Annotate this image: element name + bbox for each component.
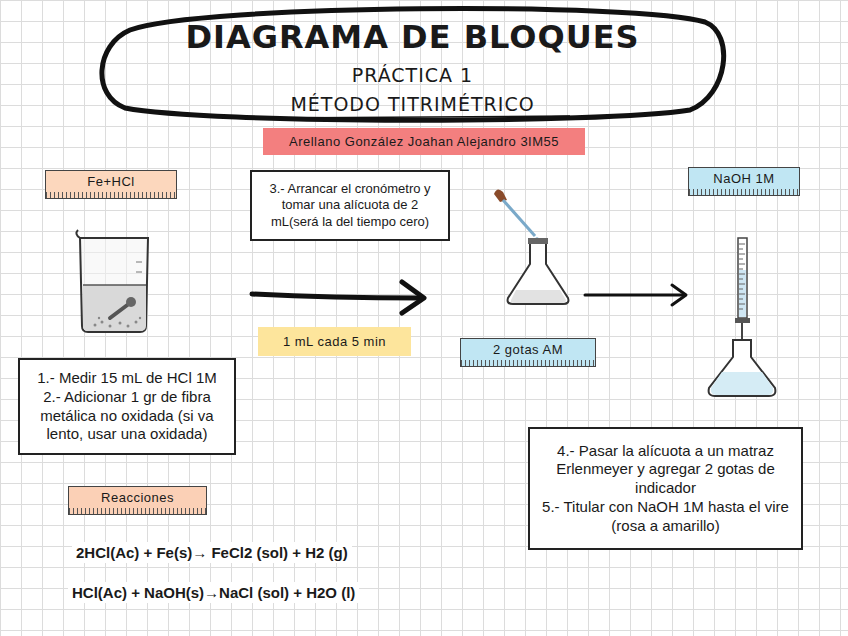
node-text: 1 mL cada 5 min xyxy=(283,334,386,349)
label-tag: Fe+HCl xyxy=(45,170,177,199)
author-band: Arellano González Joahan Alejandro 3IM55 xyxy=(263,128,585,155)
flow-arrow xyxy=(252,282,424,313)
beaker xyxy=(76,230,148,332)
flow-arrow xyxy=(585,285,686,305)
node-text: 3.- Arrancar el cronómetro y tomar una a… xyxy=(260,181,440,230)
title-underline xyxy=(268,116,570,118)
method-label: MÉTODO TITRIMÉTRICO xyxy=(105,93,720,115)
node-text: 2 gotas AM xyxy=(493,342,563,357)
title-oval xyxy=(102,9,724,121)
node-text: 4.- Pasar la alícuota a un matraz Erlenm… xyxy=(538,442,793,498)
process-box: 3.- Arrancar el cronómetro y tomar una a… xyxy=(250,170,450,241)
node-text: 1.- Medir 15 mL de HCl 1M xyxy=(37,369,217,388)
burette xyxy=(709,238,776,396)
practice-label: PRÁCTICA 1 xyxy=(105,64,720,86)
reaction-equation: 2HCl(Ac) + Fe(s)→ FeCl2 (sol) + H2 (g) xyxy=(72,542,352,563)
label-tag: NaOH 1M xyxy=(688,167,800,196)
node-text: Fe+HCl xyxy=(87,174,134,189)
node-text: 5.- Titular con NaOH 1M hasta el vire (r… xyxy=(538,498,793,536)
label-tag: Reacciones xyxy=(68,486,207,515)
flask-pipette xyxy=(494,189,568,304)
diagram-title: DIAGRAMA DE BLOQUES xyxy=(105,18,720,56)
node-text: NaOH 1M xyxy=(713,171,774,186)
node-text: 2.- Adicionar 1 gr de fibra metálica no … xyxy=(28,388,226,444)
reaction-equation: HCl(Ac) + NaOH(s)→NaCl (sol) + H2O (l) xyxy=(68,582,359,603)
process-box: 1.- Medir 15 mL de HCl 1M2.- Adicionar 1… xyxy=(18,358,236,455)
process-box: 4.- Pasar la alícuota a un matraz Erlenm… xyxy=(528,427,803,550)
note-band: 1 mL cada 5 min xyxy=(258,327,411,356)
label-tag: 2 gotas AM xyxy=(460,338,596,367)
node-text: Arellano González Joahan Alejandro 3IM55 xyxy=(289,134,559,149)
node-text: Reacciones xyxy=(101,490,174,505)
